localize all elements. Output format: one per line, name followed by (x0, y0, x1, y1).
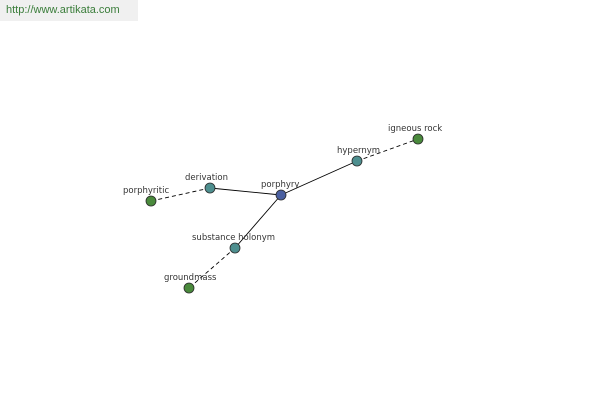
nodes-layer (145, 133, 424, 294)
node-groundmass[interactable] (183, 282, 195, 294)
label-hypernym: hypernym (337, 146, 380, 156)
labels-layer: igneous rock hypernym porphyritic derivatio… (123, 124, 442, 283)
edge-hypernym-igneous-rock (356, 138, 419, 162)
url-banner[interactable]: http://www.artikata.com (0, 0, 138, 21)
node-derivation[interactable] (204, 182, 216, 194)
node-porphyry[interactable] (275, 189, 287, 201)
edge-porphyry-hypernym (280, 160, 358, 196)
edges-layer (150, 138, 419, 289)
edge-substance-holonym-groundmass (188, 247, 236, 289)
node-substance-holonym[interactable] (229, 242, 241, 254)
label-groundmass: groundmass (164, 273, 217, 283)
node-igneous-rock[interactable] (412, 133, 424, 145)
node-hypernym[interactable] (351, 155, 363, 167)
edge-derivation-porphyritic (150, 187, 211, 202)
label-porphyritic: porphyritic (123, 186, 169, 196)
label-derivation: derivation (185, 173, 228, 183)
label-igneous-rock: igneous rock (388, 124, 442, 134)
label-porphyry: porphyry (261, 180, 299, 190)
edge-porphyry-substance-holonym (234, 194, 282, 249)
node-porphyritic[interactable] (145, 195, 157, 207)
label-substance-holonym: substance holonym (192, 233, 275, 243)
edge-porphyry-derivation (209, 187, 282, 196)
